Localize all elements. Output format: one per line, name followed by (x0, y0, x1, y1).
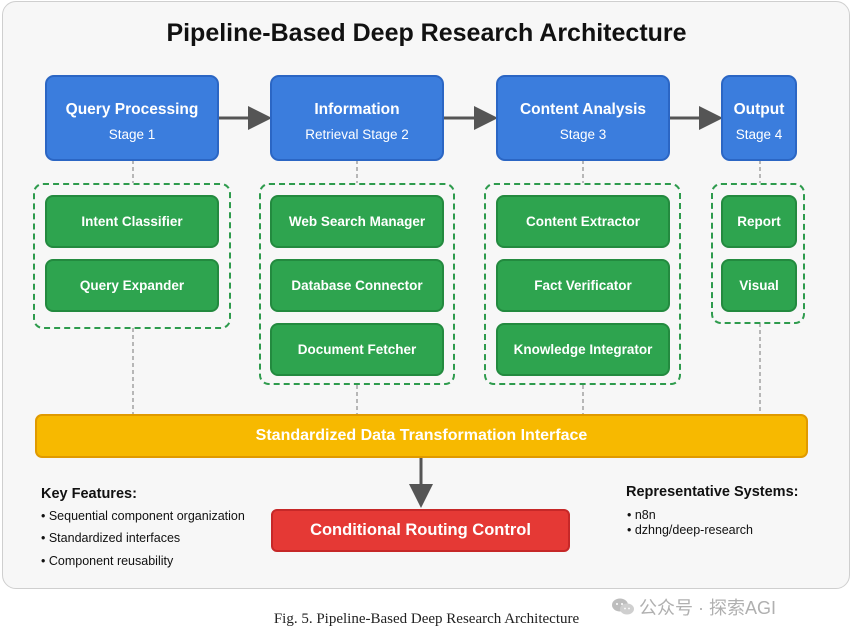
stage-title: Content Analysis (519, 101, 647, 118)
stage-subtitle: Stage 3 (559, 127, 607, 142)
component-report: Report (721, 195, 797, 248)
stage-title: Information (314, 101, 400, 118)
component-query-expander: Query Expander (45, 259, 219, 312)
stage-query-processing: Query Processing Stage 1 (45, 75, 219, 161)
key-feature-item: • Component reusability (41, 554, 174, 568)
stage-content-analysis: Content Analysis Stage 3 (496, 75, 670, 161)
figure-caption: Fig. 5. Pipeline-Based Deep Research Arc… (273, 611, 580, 627)
stage-subtitle: Retrieval Stage 2 (305, 127, 409, 142)
stage2-component-group (259, 183, 455, 385)
representative-system-item: • dzhng/deep-research (627, 523, 753, 537)
representative-system-item: • n8n (627, 508, 656, 522)
component-knowledge-integrator: Knowledge Integrator (496, 323, 670, 376)
component-database-connector: Database Connector (270, 259, 444, 312)
conditional-routing-control: Conditional Routing Control (271, 509, 570, 552)
component-document-fetcher: Document Fetcher (270, 323, 444, 376)
component-content-extractor: Content Extractor (496, 195, 670, 248)
key-features-title: Key Features: (41, 486, 137, 502)
watermark-text: 公众号 · 探索AGI (639, 598, 777, 618)
stage-subtitle: Stage 4 (735, 127, 783, 142)
key-feature-item: • Sequential component organization (41, 509, 245, 523)
stage3-component-group (484, 183, 681, 385)
stage4-component-group (711, 183, 805, 324)
stage-subtitle: Stage 1 (108, 127, 156, 142)
diagram-title: Pipeline-Based Deep Research Architectur… (166, 19, 687, 47)
stage1-component-group (33, 183, 231, 329)
component-fact-verificator: Fact Verificator (496, 259, 670, 312)
representative-systems-title: Representative Systems: (626, 484, 799, 500)
watermark: 公众号 · 探索AGI (611, 594, 776, 620)
wechat-icon (612, 598, 634, 615)
component-intent-classifier: Intent Classifier (45, 195, 219, 248)
stage-output: Output Stage 4 (721, 75, 797, 161)
data-transformation-interface: Standardized Data Transformation Interfa… (35, 414, 808, 458)
component-web-search-manager: Web Search Manager (270, 195, 444, 248)
key-feature-item: • Standardized interfaces (41, 531, 181, 545)
component-visual: Visual (721, 259, 797, 312)
stage-title: Output (733, 101, 785, 118)
stage-information-retrieval: Information Retrieval Stage 2 (270, 75, 444, 161)
stage-title: Query Processing (65, 101, 199, 118)
